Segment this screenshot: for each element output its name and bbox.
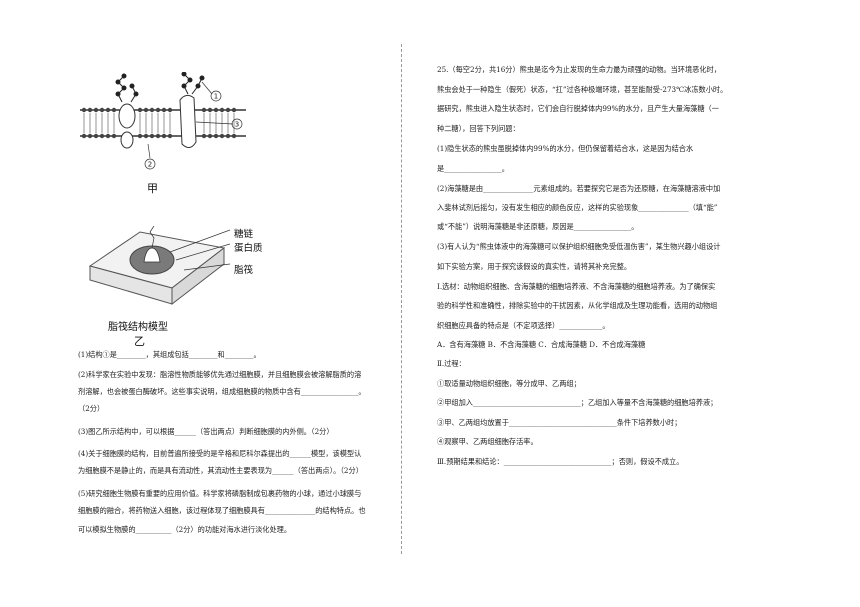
figure-yi-title: 脂筏结构模型 bbox=[108, 322, 168, 333]
marker-1: 1 bbox=[214, 93, 218, 101]
question-line: Ⅲ.预期结果和结论：______________________________… bbox=[437, 457, 684, 466]
question-line: 可以模拟生物膜的__________（2分）的功能对海水进行淡化处理。 bbox=[78, 525, 292, 534]
lipid-raft-svg bbox=[88, 225, 230, 306]
question-line: (4)关于细胞膜的结构，目前普遍所接受的是辛格和尼科尔森提出的______模型，… bbox=[78, 449, 362, 458]
question-line: 种二糖），回答下列问题： bbox=[437, 124, 520, 133]
marker-2: 2 bbox=[148, 161, 152, 169]
question-line: (5)研究细胞生物膜有重要的应用价值。科学家将磷脂制成包裹药物的小球，通过小球膜… bbox=[78, 489, 362, 498]
membrane-diagram-jia: 1 3 2 bbox=[78, 72, 248, 172]
question-line: ①取适量动物组织细胞，等分成甲、乙两组； bbox=[437, 379, 581, 388]
question-line: (2)海藻糖是由______________元素组成的。若要探究它是否为还原糖，… bbox=[437, 184, 721, 193]
question-line: 为细胞膜不是静止的，而是具有流动性，其流动性主要表现为______（答出两点）。… bbox=[78, 466, 363, 475]
question-line: (1)隐生状态的熊虫虽脱掉体内99%的水分，但仍保留着结合水，这是因为结合水 bbox=[437, 144, 694, 153]
legend-protein: 蛋白质 bbox=[234, 243, 263, 254]
column-divider bbox=[401, 44, 402, 554]
figure-yi-label: 乙 bbox=[134, 335, 145, 348]
legend-sugar-chain: 糖链 bbox=[234, 229, 254, 240]
question-line: 织细胞应具备的特点是（不定项选择）____________。 bbox=[437, 321, 610, 330]
question-line: (1)结构①是________，其组成包括________和________。 bbox=[78, 350, 261, 359]
question-line: (3)图乙所示结构中，可以根据______（答出两点）判断细胞膜的内外侧。（2分… bbox=[78, 427, 334, 436]
question-line: Ⅰ.选材：动物组织细胞、含海藻糖的细胞培养液、不含海藻糖的细胞培养液。为了确保实 bbox=[437, 282, 716, 291]
question-line: Ⅱ.过程： bbox=[437, 359, 466, 368]
question-line: 据研究，熊虫进入隐生状态时，它们会自行脱掉体内99%的水分，且产生大量海藻糖（一 bbox=[437, 104, 719, 113]
question-line: (2)科学家在实验中发现：脂溶性物质能够优先通过细胞膜，并且细胞膜会被溶解脂质的… bbox=[78, 370, 362, 379]
question-line: ③甲、乙两组均放置于______________________________… bbox=[437, 418, 682, 427]
question-line: （2分） bbox=[78, 404, 105, 413]
answer-options: A．含有海藻糖 B．不含海藻糖 C．合成海藻糖 D．不合成海藻糖 bbox=[437, 340, 646, 349]
question-line: 是________________。 bbox=[437, 164, 509, 173]
question-line: 如下实验方案，用于探究该假设的真实性，请将其补充完整。 bbox=[437, 262, 632, 271]
question-line: 或“不能”）说明海藻糖是非还原糖，原因是________________。 bbox=[437, 222, 639, 231]
question-line: 入斐林试剂后摇匀，没有发生相应的颜色反应，这样的实验现象____________… bbox=[437, 203, 718, 212]
question-line: 验的科学性和准确性，排除实验中的干扰因素，从化学组成及生理功能看，选用的动物组 bbox=[437, 301, 718, 310]
figure-jia-label: 甲 bbox=[147, 182, 158, 195]
question-line: 熊虫会处于一种隐生（假死）状态，“扛”过各种极端环境，甚至能耐受-273℃冰冻数… bbox=[437, 85, 728, 94]
question-line: ②甲组加入______________________________；乙组加入… bbox=[437, 398, 718, 407]
lipid-raft-diagram bbox=[80, 218, 230, 310]
marker-3: 3 bbox=[235, 121, 239, 129]
legend-lipid-raft: 脂筏 bbox=[234, 265, 254, 276]
membrane-diagram-svg: 1 3 2 bbox=[80, 72, 246, 170]
question-line: 细胞膜的融合，将药物送入细胞，该过程体现了细胞膜具有______________… bbox=[78, 506, 366, 515]
question-line: (3)有人认为“熊虫体液中的海藻糖可以保护组织细胞免受低温伤害”，某生物兴趣小组… bbox=[437, 242, 721, 251]
question-line: 剂溶解，也会被蛋白酶破坏。这些事实说明，组成细胞膜的物质中含有_________… bbox=[78, 387, 366, 396]
question-line: 25.（每空2分，共16分）熊虫是迄今为止发现的生命力最为顽强的动物。当环境恶化… bbox=[437, 65, 721, 74]
question-line: ④观察甲、乙两组细胞存活率。 bbox=[437, 437, 538, 446]
